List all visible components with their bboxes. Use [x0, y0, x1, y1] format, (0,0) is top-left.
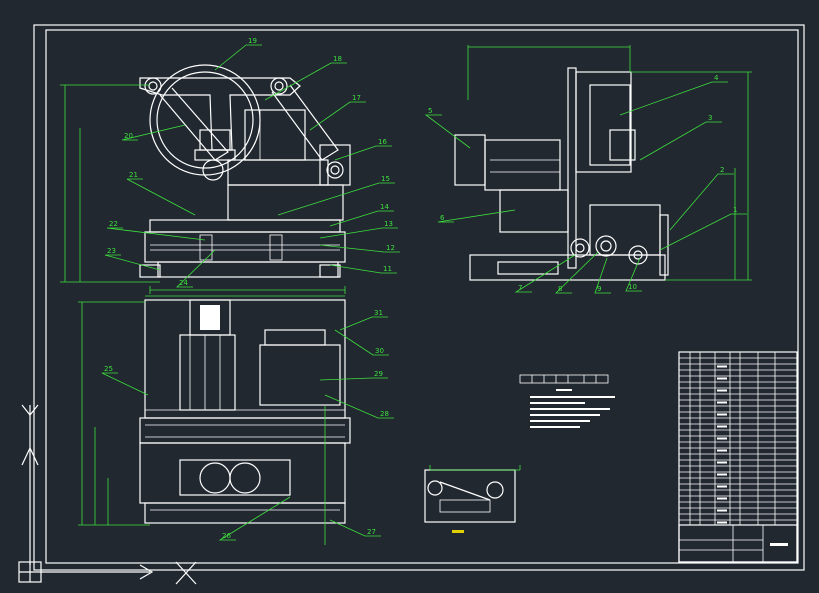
detail-view [424, 465, 521, 533]
leader-line [659, 213, 747, 251]
callout-number: 9 [597, 285, 601, 293]
leader-line [121, 124, 186, 141]
leader-line [309, 101, 366, 131]
leader-line [319, 227, 398, 239]
callout-number: 5 [428, 107, 432, 115]
top-view [78, 295, 351, 545]
leader-line [639, 121, 722, 161]
callout-number: 29 [374, 370, 383, 378]
callout-number: 6 [440, 214, 445, 222]
callout-number: 12 [386, 244, 395, 252]
leader-line [101, 372, 149, 396]
leader-line [514, 254, 576, 293]
leader-line [264, 62, 347, 101]
crosshair-cursor-icon [175, 561, 197, 585]
outer-drawing-frame [33, 24, 805, 571]
callout-number: 25 [104, 365, 113, 373]
side-view [454, 45, 752, 281]
callout-number: 27 [367, 528, 376, 536]
ucs-axis-icon [18, 404, 154, 583]
callout-number: 8 [558, 285, 562, 293]
title-block [678, 351, 798, 563]
leader-line [106, 227, 206, 241]
front-view [60, 64, 351, 294]
leader-line [555, 251, 599, 294]
leader-line [126, 178, 196, 216]
callout-number: 19 [248, 37, 257, 45]
callout-number: 17 [352, 94, 361, 102]
callout-number: 18 [333, 55, 342, 63]
leader-line [619, 81, 728, 116]
leader-line [329, 519, 381, 537]
leader-line [424, 114, 471, 149]
leader-line [319, 244, 400, 253]
callout-number: 13 [384, 220, 393, 228]
callout-number: 31 [374, 309, 383, 317]
inner-drawing-frame [45, 29, 799, 564]
leader-line [329, 264, 397, 274]
leader-line [669, 173, 734, 231]
leader-line [176, 249, 216, 288]
technical-notes [519, 374, 615, 428]
callout-number: 1 [733, 206, 737, 214]
callout-number: 15 [381, 175, 390, 183]
callout-number: 14 [380, 203, 389, 211]
callout-number: 20 [124, 132, 133, 140]
callout-number: 26 [222, 532, 231, 540]
leader-line [324, 394, 394, 419]
callout-number: 24 [179, 279, 188, 287]
leader-line [625, 257, 642, 292]
callout-number: 23 [107, 247, 116, 255]
leader-line [437, 209, 516, 223]
callout-number: 11 [383, 265, 392, 273]
callout-number: 3 [708, 114, 712, 122]
callout-number: 22 [109, 220, 118, 228]
leader-line [329, 210, 394, 227]
callout-number: 10 [628, 283, 637, 291]
callout-number: 16 [378, 138, 387, 146]
leader-line [334, 145, 392, 161]
callout-number: 2 [720, 166, 724, 174]
leader-line [214, 44, 262, 71]
leader-line [594, 257, 611, 294]
leader-line [218, 496, 291, 541]
callout-number: 21 [129, 171, 138, 179]
callout-number: 7 [518, 284, 522, 292]
leader-line [334, 329, 389, 356]
leader-line [277, 182, 395, 216]
callout-number: 28 [380, 410, 389, 418]
leader-line [104, 254, 161, 271]
leader-line [339, 316, 388, 331]
leader-line [319, 377, 388, 381]
callout-number: 30 [375, 347, 384, 355]
callout-number: 4 [714, 74, 719, 82]
